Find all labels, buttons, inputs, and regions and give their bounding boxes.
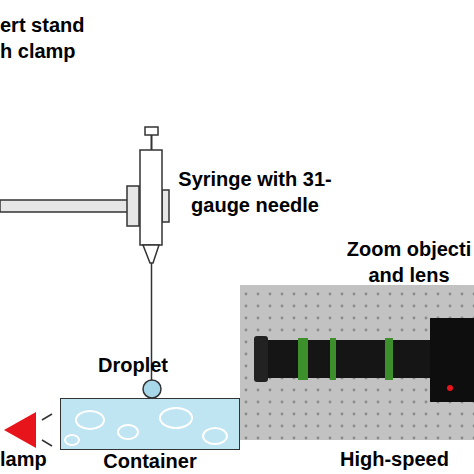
syringe-barrel [140,150,162,245]
lamp-symbol [4,412,36,448]
needle-hub [143,245,159,263]
container-box: Container [60,398,240,450]
clamp-jaw [127,186,139,226]
part-label: Droplet [98,352,178,378]
zoom-objective [262,340,437,378]
objective-front-ring [254,336,268,382]
optical-table-photo [240,285,474,440]
plunger-cap [145,127,158,135]
droplet-symbol [143,380,161,398]
part-label: ert stand h clamp [0,12,96,64]
part-label: Zoom objecti and lens [344,236,474,288]
objective-ring [330,338,336,380]
bubble [160,408,192,428]
clamp-jaw [162,190,169,222]
objective-ring [385,338,393,380]
bubble [65,435,79,445]
plunger-rod [151,135,153,150]
part-label: lamp [0,446,60,472]
camera-led [447,385,453,391]
camera-body [430,318,474,402]
bubble [203,428,227,444]
lamp-ray [42,414,52,420]
part-label: Syringe with 31-gauge needle [170,166,340,218]
bubble [76,411,104,429]
objective-ring [298,338,308,380]
node-label: Container [41,449,259,473]
part-label: High-speed [340,446,474,472]
stand-rod [0,200,130,212]
lamp-ray [42,440,52,446]
bubble [118,425,138,439]
